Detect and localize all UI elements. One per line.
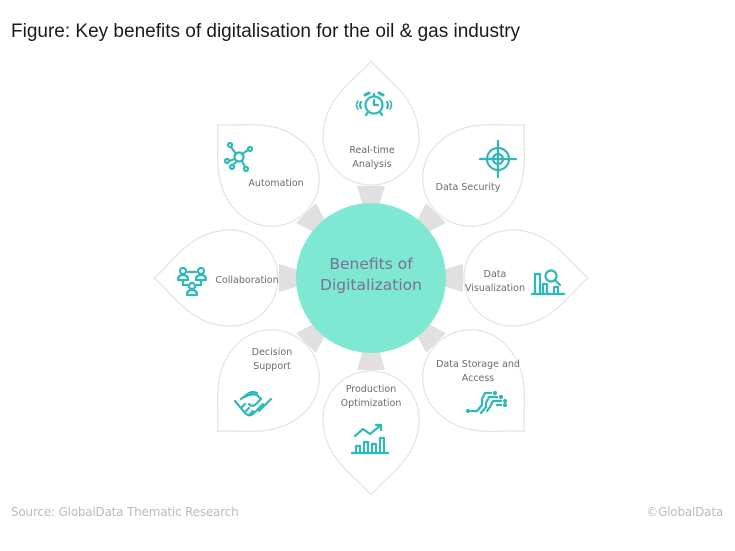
figure-title: Figure: Key benefits of digitalisation f… — [11, 21, 521, 42]
label-production-optimization: Production Optimization — [340, 384, 402, 409]
center-label-line1: Benefits of — [329, 255, 413, 273]
center-label: Benefits of Digitalization — [296, 254, 446, 296]
label-decision-support: Decision Support — [251, 347, 293, 372]
label-data-visualization: Data Visualization — [464, 269, 525, 294]
crosshair-target-icon — [478, 139, 518, 179]
people-network-icon — [176, 266, 208, 297]
label-real-time-analysis: Real-time Analysis — [349, 145, 395, 170]
center-circle — [296, 203, 446, 353]
growth-chart-icon — [350, 423, 390, 455]
label-collaboration: Collaboration — [215, 275, 279, 286]
copyright-note: ©GlobalData — [646, 505, 723, 519]
alarm-clock-icon — [355, 91, 393, 117]
label-data-security: Data Security — [435, 182, 501, 193]
circuit-lines-icon — [465, 390, 508, 415]
label-data-storage: Data Storage and Access — [436, 359, 520, 384]
handshake-icon — [233, 390, 273, 417]
hub-network-icon — [223, 141, 254, 173]
source-note: Source: GlobalData Thematic Research — [11, 505, 239, 519]
label-automation: Automation — [248, 178, 304, 189]
center-label-line2: Digitalization — [320, 276, 422, 294]
chart-magnifier-icon — [530, 269, 566, 296]
